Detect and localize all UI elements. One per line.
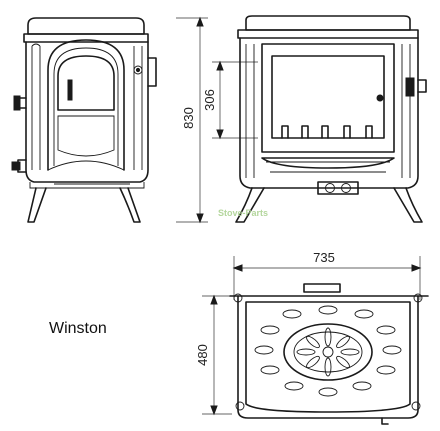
firebox-dim-label: 306 <box>202 89 217 111</box>
front-view <box>235 15 427 223</box>
width-dim-label: 735 <box>313 250 335 265</box>
firebox-dimension: 306 <box>202 60 258 140</box>
height-dim-label: 830 <box>181 107 196 129</box>
top-view <box>229 283 429 425</box>
side-view <box>11 17 157 223</box>
model-name-label: Winston <box>49 320 107 337</box>
width-dimension: 735 <box>232 250 422 300</box>
depth-dim-label: 480 <box>195 344 210 366</box>
watermark-text: Stove-Parts <box>218 208 268 218</box>
depth-dimension: 480 <box>195 294 232 416</box>
height-dimension: 830 <box>176 16 208 224</box>
